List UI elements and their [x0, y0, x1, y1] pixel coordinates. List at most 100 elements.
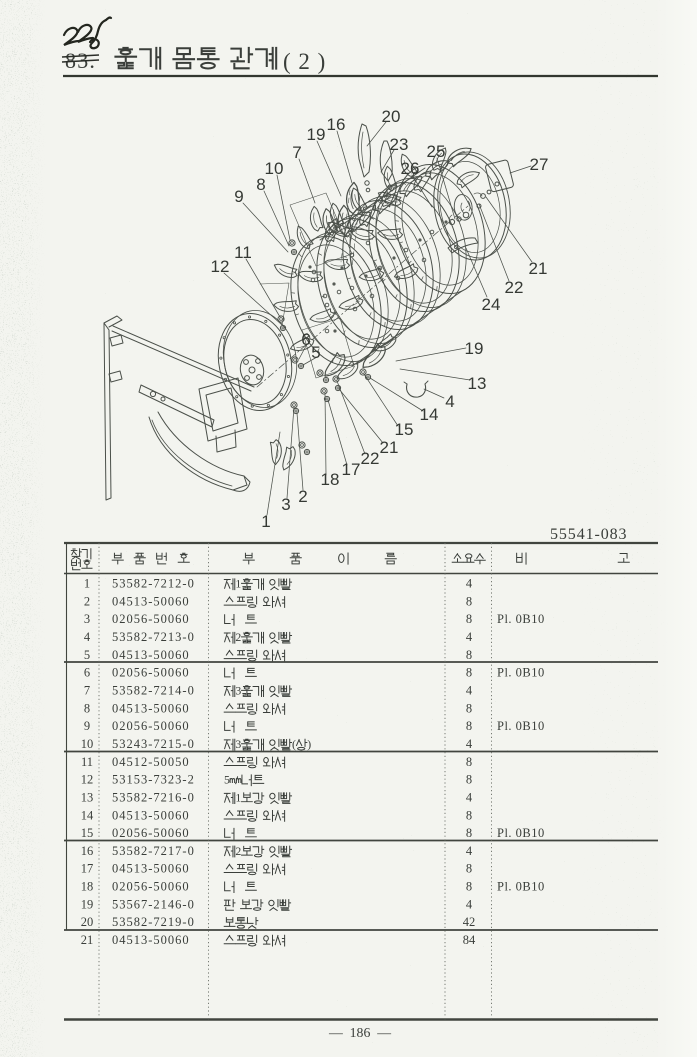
svg-text:4: 4	[84, 630, 91, 644]
svg-text:Pl. 0B10: Pl. 0B10	[497, 880, 545, 894]
svg-text:18: 18	[81, 880, 94, 894]
svg-text:Pl. 0B10: Pl. 0B10	[497, 666, 545, 680]
svg-text:14: 14	[81, 808, 94, 822]
svg-text:13: 13	[468, 374, 487, 393]
svg-text:20: 20	[382, 107, 401, 126]
svg-text:19: 19	[307, 125, 326, 144]
svg-text:3: 3	[235, 737, 241, 751]
svg-text:16: 16	[327, 115, 346, 134]
svg-text:8: 8	[466, 826, 472, 840]
svg-text:10: 10	[81, 737, 94, 751]
svg-text:4: 4	[466, 790, 473, 804]
svg-text:15: 15	[81, 826, 94, 840]
svg-text:8: 8	[466, 719, 472, 733]
svg-text:53582-7214-0: 53582-7214-0	[112, 684, 195, 698]
svg-text:04513-50060: 04513-50060	[112, 933, 190, 947]
svg-text:8: 8	[466, 612, 472, 626]
svg-text:8: 8	[466, 773, 472, 787]
svg-text:(: (	[292, 737, 296, 751]
svg-text:24: 24	[482, 295, 501, 314]
svg-text:17: 17	[81, 862, 94, 876]
svg-text:1: 1	[261, 512, 270, 531]
svg-text:Pl. 0B10: Pl. 0B10	[497, 612, 545, 626]
svg-text:23: 23	[390, 135, 409, 154]
svg-text:3: 3	[84, 612, 90, 626]
svg-text:18: 18	[321, 470, 340, 489]
svg-text:02056-50060: 02056-50060	[112, 719, 190, 733]
svg-text:02056-50060: 02056-50060	[112, 880, 190, 894]
svg-text:21: 21	[380, 438, 399, 457]
svg-text:9: 9	[234, 187, 243, 206]
svg-text:1: 1	[84, 577, 90, 591]
svg-text:14: 14	[420, 405, 439, 424]
svg-text:19: 19	[465, 339, 484, 358]
svg-text:7: 7	[292, 143, 301, 162]
svg-text:5: 5	[224, 773, 230, 787]
svg-text:11: 11	[81, 755, 93, 769]
svg-text:3: 3	[235, 684, 241, 698]
svg-text:5: 5	[84, 648, 90, 662]
svg-text:8: 8	[466, 594, 472, 608]
svg-text:8: 8	[256, 175, 265, 194]
svg-text:8: 8	[466, 880, 472, 894]
svg-text:02056-50060: 02056-50060	[112, 826, 190, 840]
svg-text:04513-50060: 04513-50060	[112, 808, 190, 822]
svg-text:8: 8	[466, 862, 472, 876]
svg-text:8: 8	[466, 808, 472, 822]
svg-text:02056-50060: 02056-50060	[112, 666, 190, 680]
svg-text:42: 42	[463, 915, 476, 929]
svg-text:2: 2	[235, 630, 241, 644]
svg-text:5: 5	[311, 343, 320, 362]
svg-text:12: 12	[211, 257, 230, 276]
svg-text:8: 8	[84, 701, 90, 715]
svg-text:13: 13	[81, 790, 94, 804]
svg-text:12: 12	[81, 773, 94, 787]
svg-text:4: 4	[466, 684, 473, 698]
svg-text:4: 4	[466, 737, 473, 751]
svg-text:16: 16	[81, 844, 94, 858]
svg-text:04513-50060: 04513-50060	[112, 648, 190, 662]
svg-text:04513-50060: 04513-50060	[112, 862, 190, 876]
svg-text:2: 2	[84, 594, 90, 608]
svg-text:8: 8	[466, 701, 472, 715]
svg-text:04512-50050: 04512-50050	[112, 755, 190, 769]
svg-text:): )	[307, 737, 311, 751]
svg-text:53243-7215-0: 53243-7215-0	[112, 737, 195, 751]
svg-text:22: 22	[505, 278, 524, 297]
svg-text:53567-2146-0: 53567-2146-0	[112, 897, 195, 911]
svg-text:53582-7213-0: 53582-7213-0	[112, 630, 195, 644]
svg-text:4: 4	[466, 897, 473, 911]
svg-text:53582-7216-0: 53582-7216-0	[112, 790, 195, 804]
svg-text:8: 8	[466, 666, 472, 680]
svg-text:Pl. 0B10: Pl. 0B10	[497, 826, 545, 840]
svg-text:55541-083: 55541-083	[550, 526, 627, 543]
svg-text:7: 7	[84, 684, 90, 698]
svg-text:— 186 —: — 186 —	[328, 1025, 391, 1040]
svg-text:53153-7323-2: 53153-7323-2	[112, 773, 195, 787]
svg-text:53582-7212-0: 53582-7212-0	[112, 577, 195, 591]
svg-text:17: 17	[342, 460, 361, 479]
svg-text:04513-50060: 04513-50060	[112, 594, 190, 608]
svg-text:15: 15	[395, 420, 414, 439]
svg-text:20: 20	[81, 915, 94, 929]
svg-text:21: 21	[529, 259, 548, 278]
svg-text:4: 4	[466, 844, 473, 858]
svg-text:22: 22	[361, 449, 380, 468]
svg-text:04513-50060: 04513-50060	[112, 701, 190, 715]
svg-text:9: 9	[84, 719, 90, 733]
svg-text:( 2 ): ( 2 )	[283, 49, 326, 74]
svg-text:4: 4	[466, 630, 473, 644]
svg-text:26: 26	[401, 159, 420, 178]
svg-text:6: 6	[301, 330, 310, 349]
svg-text:02056-50060: 02056-50060	[112, 612, 190, 626]
svg-text:1: 1	[235, 790, 241, 804]
svg-text:8: 8	[466, 648, 472, 662]
svg-text:2: 2	[235, 844, 241, 858]
svg-text:21: 21	[81, 933, 94, 947]
svg-text:10: 10	[265, 159, 284, 178]
svg-text:53582-7217-0: 53582-7217-0	[112, 844, 195, 858]
svg-text:6: 6	[84, 666, 90, 680]
svg-text:19: 19	[81, 897, 94, 911]
svg-text:2: 2	[298, 487, 307, 506]
svg-text:8: 8	[466, 755, 472, 769]
